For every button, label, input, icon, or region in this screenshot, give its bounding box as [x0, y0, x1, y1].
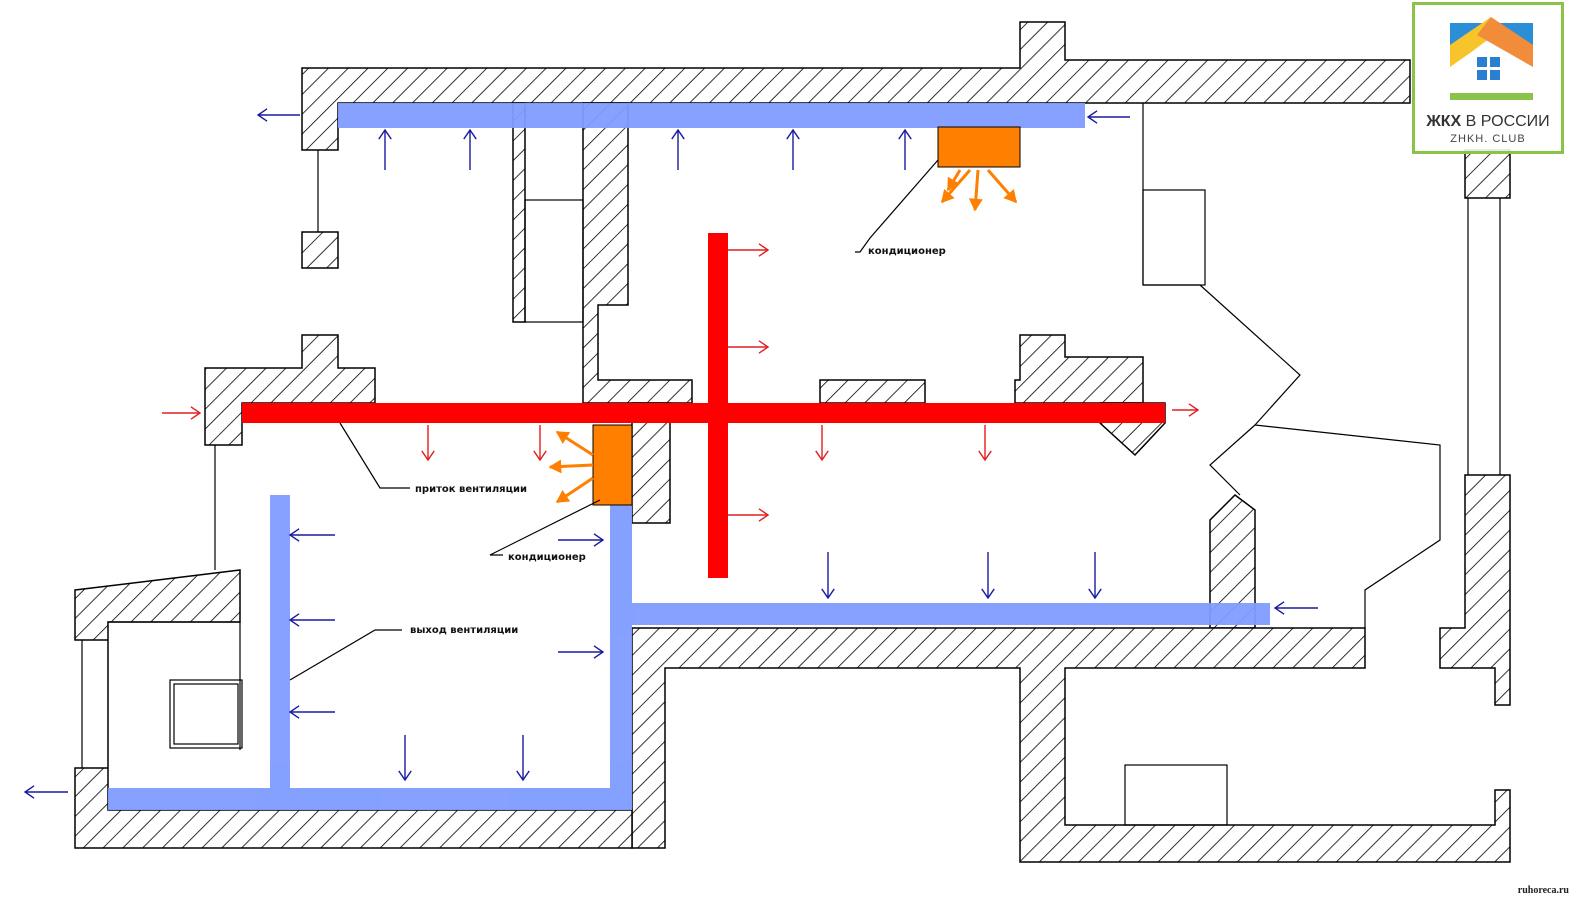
exhaust-arrow-icon [1273, 601, 1318, 615]
ac-unit-middle [592, 424, 633, 506]
duct-exhaust-bottom [108, 788, 632, 810]
exhaust-arrow-icon [558, 533, 605, 547]
label-exhaust-ventilation: выход вентиляции [410, 625, 518, 636]
exhaust-arrow-icon [671, 128, 685, 170]
duct-supply-vertical [708, 233, 728, 578]
airflow-arrows [23, 108, 1318, 799]
interior-lines [81, 103, 1501, 826]
exhaust-arrow-icon [288, 705, 335, 719]
supply-arrow-icon [815, 425, 829, 462]
logo-subtitle: ZHKH. CLUB [1450, 133, 1526, 145]
exhaust-arrow-icon [558, 645, 605, 659]
label-ac-middle: кондиционер [508, 552, 586, 563]
wall-left-upper [301, 231, 339, 269]
ac-airflow-arrow-icon [986, 169, 1018, 204]
exhaust-arrow-icon [288, 613, 335, 627]
supply-ducts [242, 233, 1165, 578]
exhaust-arrow-icon [1086, 110, 1130, 124]
exhaust-arrow-icon [516, 735, 530, 782]
ac-airflow-arrow-icon [548, 459, 594, 474]
exhaust-arrow-icon [288, 528, 335, 542]
exhaust-arrow-icon [378, 128, 392, 170]
wall-stair-left [512, 102, 526, 323]
duct-exhaust-left [270, 495, 290, 810]
exhaust-arrow-icon [898, 128, 912, 170]
supply-arrow-icon [728, 508, 770, 522]
wall-right-top [1464, 149, 1511, 199]
supply-arrow-icon [1172, 403, 1200, 417]
exhaust-ducts [108, 103, 1270, 810]
leader-lines [289, 159, 939, 681]
ac-airflow-arrow-icon [946, 169, 962, 192]
wall-left-mid [204, 334, 376, 446]
exhaust-arrow-icon [256, 108, 300, 122]
exhaust-arrow-icon [23, 785, 68, 799]
exhaust-arrow-icon [463, 128, 477, 170]
supply-arrow-icon [728, 340, 770, 354]
supply-arrow-icon [533, 425, 547, 462]
watermark: ruhoreca.ru [1517, 885, 1569, 896]
duct-exhaust-right [610, 505, 632, 810]
supply-arrow-icon [728, 243, 770, 257]
label-ac-top: кондиционер [868, 246, 946, 257]
label-supply-ventilation: приток вентиляции [415, 484, 527, 495]
exhaust-arrow-icon [786, 128, 800, 170]
exhaust-arrow-icon [398, 735, 412, 782]
logo-title: ЖКХ В РОССИИ [1426, 113, 1550, 130]
ac-airflow-arrow-icon [555, 430, 594, 457]
wall-top [301, 21, 1411, 151]
wall-right-lower [1439, 474, 1511, 706]
supply-arrow-icon [162, 406, 202, 420]
exhaust-arrow-icon [1088, 552, 1102, 600]
house-logo-icon [1450, 17, 1533, 100]
ac-unit-top [937, 126, 1021, 168]
wall-bottom-mid [631, 627, 1511, 863]
exhaust-arrow-icon [981, 552, 995, 600]
wall-center-block [819, 379, 926, 404]
supply-arrow-icon [421, 425, 435, 462]
duct-exhaust-lower [632, 603, 1270, 625]
wall-stair-right [582, 102, 693, 404]
ac-airflow-arrow-icon [555, 476, 594, 504]
duct-supply-horizontal [242, 403, 1165, 423]
logo: ЖКХ В РОССИИ ZHKH. CLUB [1412, 2, 1564, 154]
exhaust-arrow-icon [821, 552, 835, 600]
wall-right-block [1014, 334, 1144, 404]
duct-exhaust-top [338, 103, 1085, 128]
supply-arrow-icon [978, 425, 992, 462]
ac-airflow-arrow-icon [968, 169, 983, 212]
